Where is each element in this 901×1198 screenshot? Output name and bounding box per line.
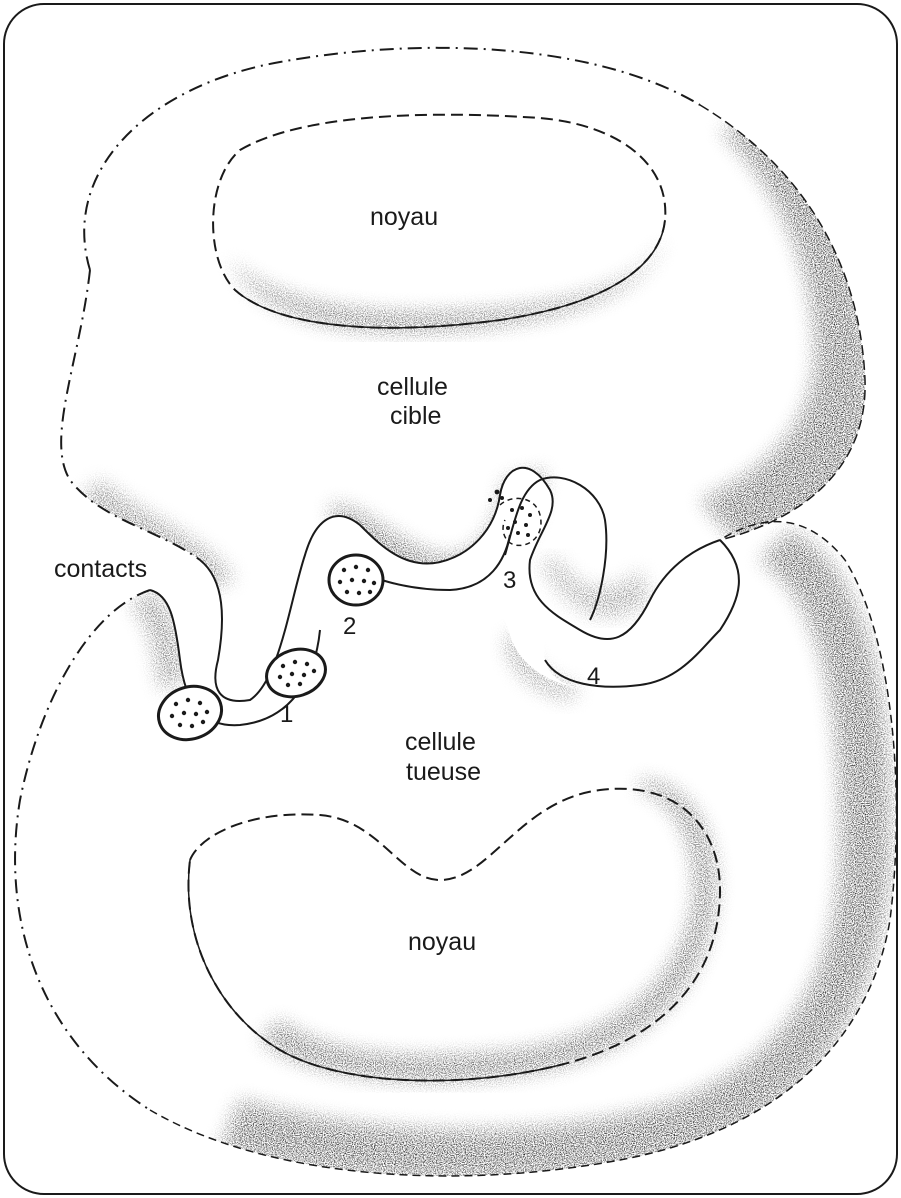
granule-2: [329, 555, 383, 605]
label-target-cell-2: cible: [390, 402, 441, 430]
contact-number-2: 2: [343, 613, 356, 640]
contact-number-1: 1: [280, 701, 293, 728]
label-contacts: contacts: [54, 555, 147, 583]
granule-3-release: [488, 490, 541, 546]
target-cell-outline-upper: [84, 48, 700, 270]
contact-number-4: 4: [587, 663, 600, 690]
label-nucleus-top: noyau: [370, 203, 438, 231]
granule-1: [260, 642, 331, 704]
label-killer-cell-1: cellule: [405, 728, 476, 756]
label-nucleus-bottom: noyau: [408, 928, 476, 956]
killer-cell-outline-left: [15, 590, 150, 1110]
label-target-cell-1: cellule: [377, 373, 448, 401]
target-cell: [61, 48, 872, 701]
contact-number-3: 3: [503, 567, 516, 594]
nucleus-top: [213, 115, 665, 333]
label-killer-cell-2: tueuse: [406, 758, 481, 786]
